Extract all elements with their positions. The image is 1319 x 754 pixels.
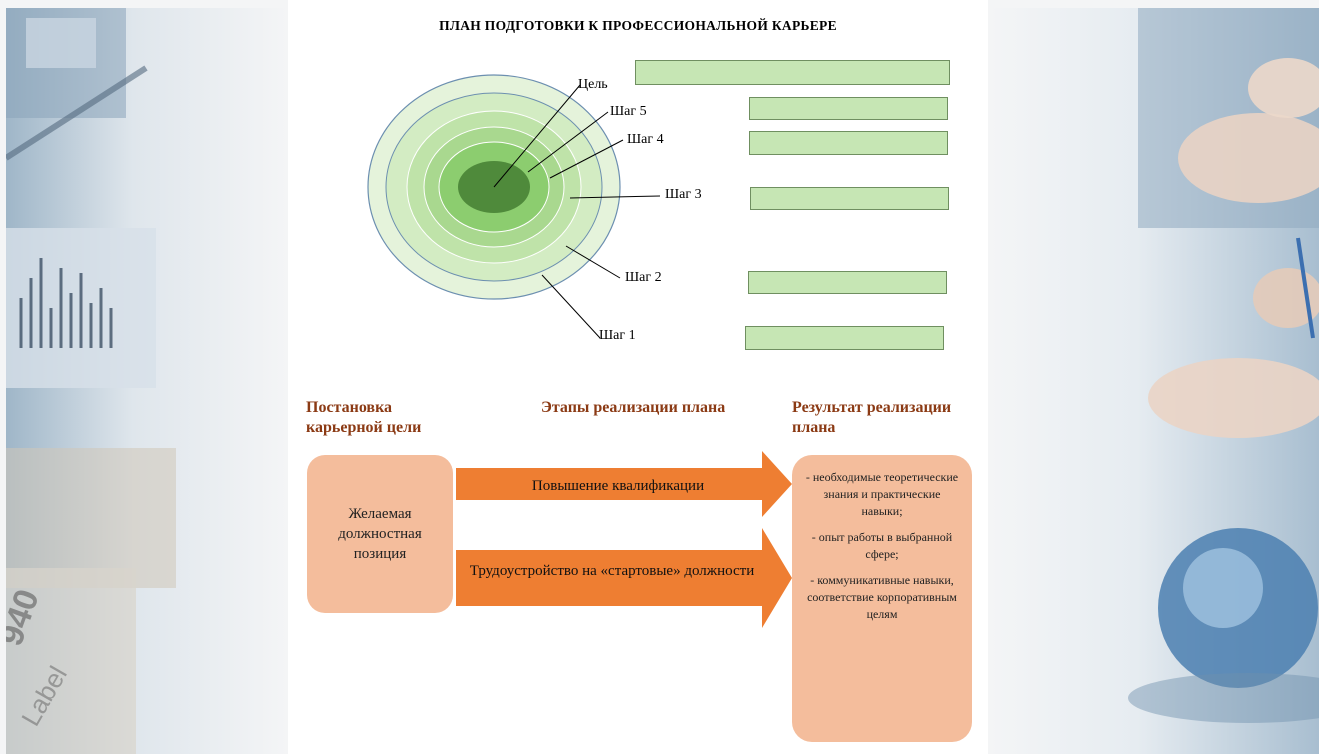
label-goal: Цель xyxy=(578,77,608,92)
bar-goal xyxy=(635,60,950,85)
label-step-5: Шаг 5 xyxy=(610,104,647,119)
leader-step3 xyxy=(569,195,661,199)
slide: ПЛАН ПОДГОТОВКИ К ПРОФЕССИОНАЛЬНОЙ КАРЬЕ… xyxy=(288,0,988,754)
heading-result: Результат реализации плана xyxy=(792,399,952,436)
finance-collage-image: 940 Label xyxy=(6,8,176,754)
bar-step-2 xyxy=(748,271,947,294)
result-item: - необходимые теоретические знания и пра… xyxy=(805,470,959,518)
arrow-qualification-label: Повышение квалификации xyxy=(531,478,705,494)
result-item: - опыт работы в выбранной сфере; xyxy=(811,530,953,561)
label-step-4: Шаг 4 xyxy=(627,132,664,147)
bar-step-3 xyxy=(750,187,949,210)
desired-position-box: Желаемая должностная позиция xyxy=(307,455,453,613)
left-decorative-panel: 940 Label xyxy=(6,8,288,754)
leader-step5 xyxy=(527,111,609,173)
leader-step2 xyxy=(565,245,621,279)
arrow-employment-label: Трудоустройство на «стартовые» должности xyxy=(469,563,755,579)
right-decorative-panel xyxy=(988,8,1319,754)
result-item: - коммуникативные навыки, соответствие к… xyxy=(807,573,957,621)
label-step-2: Шаг 2 xyxy=(625,270,662,285)
leader-goal xyxy=(493,84,581,188)
label-step-3: Шаг 3 xyxy=(665,187,702,202)
result-box: - необходимые теоретические знания и пра… xyxy=(792,455,972,742)
bar-step-1 xyxy=(745,326,944,350)
business-hands-image xyxy=(1128,8,1319,723)
leader-step1 xyxy=(541,274,601,339)
target-diagram xyxy=(367,74,661,339)
leader-step4 xyxy=(549,139,624,179)
arrow-employment xyxy=(456,528,792,628)
bar-step-5 xyxy=(749,97,948,120)
heading-goal-setting: Постановка карьерной цели xyxy=(306,399,422,436)
heading-stages: Этапы реализации плана xyxy=(541,399,726,416)
bar-step-4 xyxy=(749,131,948,155)
slide-title: ПЛАН ПОДГОТОВКИ К ПРОФЕССИОНАЛЬНОЙ КАРЬЕ… xyxy=(439,18,837,33)
label-step-1: Шаг 1 xyxy=(599,328,636,343)
arrow-qualification xyxy=(456,451,792,517)
